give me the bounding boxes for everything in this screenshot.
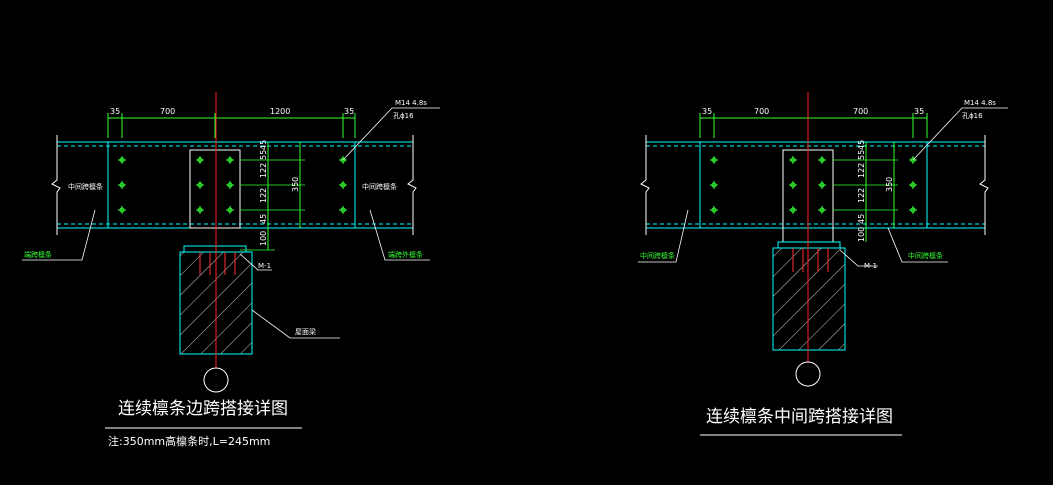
right-dim-4: 35 xyxy=(914,107,924,116)
right-dim-3: 700 xyxy=(853,107,868,116)
left-bolt-label: M14 4.8s xyxy=(395,99,427,107)
left-detail: 35 700 1200 35 45 55 122 122 45 100 350 … xyxy=(22,92,440,448)
right-side-dim-5: 45 xyxy=(857,214,866,224)
right-side-dim-4: 122 xyxy=(857,188,866,203)
left-break-line xyxy=(51,135,61,235)
right-dim-1: 35 xyxy=(702,107,712,116)
right-side-dim-2: 55 xyxy=(857,150,866,160)
left-side-dim-3: 122 xyxy=(259,163,268,178)
right-side-dim-3: 122 xyxy=(857,163,866,178)
left-connection-plate xyxy=(189,149,241,229)
left-side-dim-1: 45 xyxy=(259,140,268,150)
left-axis-bubble xyxy=(203,367,229,393)
left-bolts xyxy=(117,155,348,215)
left-dim-4: 35 xyxy=(344,107,354,116)
left-bottom-left-label: 端跨檩条 xyxy=(24,250,52,259)
left-purlin-right-label: 中间跨檩条 xyxy=(362,182,397,191)
right-dim-height: 350 xyxy=(885,177,894,192)
right-bottom-right-label: 中间跨檩条 xyxy=(908,251,943,260)
right-bolt-label: M14 4.8s xyxy=(964,99,996,107)
right-break-line xyxy=(407,135,417,235)
right-title: 连续檩条中间跨搭接详图 xyxy=(706,407,893,427)
right-detail: 35 700 700 35 45 55 122 122 45 100 350 M… xyxy=(638,92,1008,436)
left-side-dim-5: 45 xyxy=(259,214,268,224)
left-dim-3: 1200 xyxy=(270,107,290,116)
right-dim-2: 700 xyxy=(754,107,769,116)
left-title: 连续檩条边跨搭接详图 xyxy=(118,399,288,419)
right-concrete-column xyxy=(772,247,846,351)
right-side-dim-1: 45 xyxy=(857,140,866,150)
right-side-dim-6: 100 xyxy=(857,227,866,242)
right-bolt-label-2: 孔ϕ16 xyxy=(962,112,983,120)
left-purlin-left-label: 中间跨檩条 xyxy=(68,182,103,191)
left-beam-label: 屋面梁 xyxy=(295,327,316,336)
left-dim-1: 35 xyxy=(110,107,120,116)
left-note: 注:350mm高檩条时,L=245mm xyxy=(108,434,270,448)
left-bottom-right-label: 端跨外檩条 xyxy=(388,250,423,259)
left-side-dim-4: 122 xyxy=(259,188,268,203)
right-bottom-left-label: 中间跨檩条 xyxy=(640,251,675,260)
right-axis-bubble xyxy=(795,361,821,387)
left-m-label: M-1 xyxy=(258,262,271,270)
left-bolt-label-2: 孔ϕ16 xyxy=(393,112,414,120)
right-m-label: M-1 xyxy=(864,262,877,270)
left-side-dim-2: 55 xyxy=(259,150,268,160)
left-dim-2: 700 xyxy=(160,107,175,116)
left-dim-height: 350 xyxy=(291,177,300,192)
left-side-dim-6: 100 xyxy=(259,231,268,246)
